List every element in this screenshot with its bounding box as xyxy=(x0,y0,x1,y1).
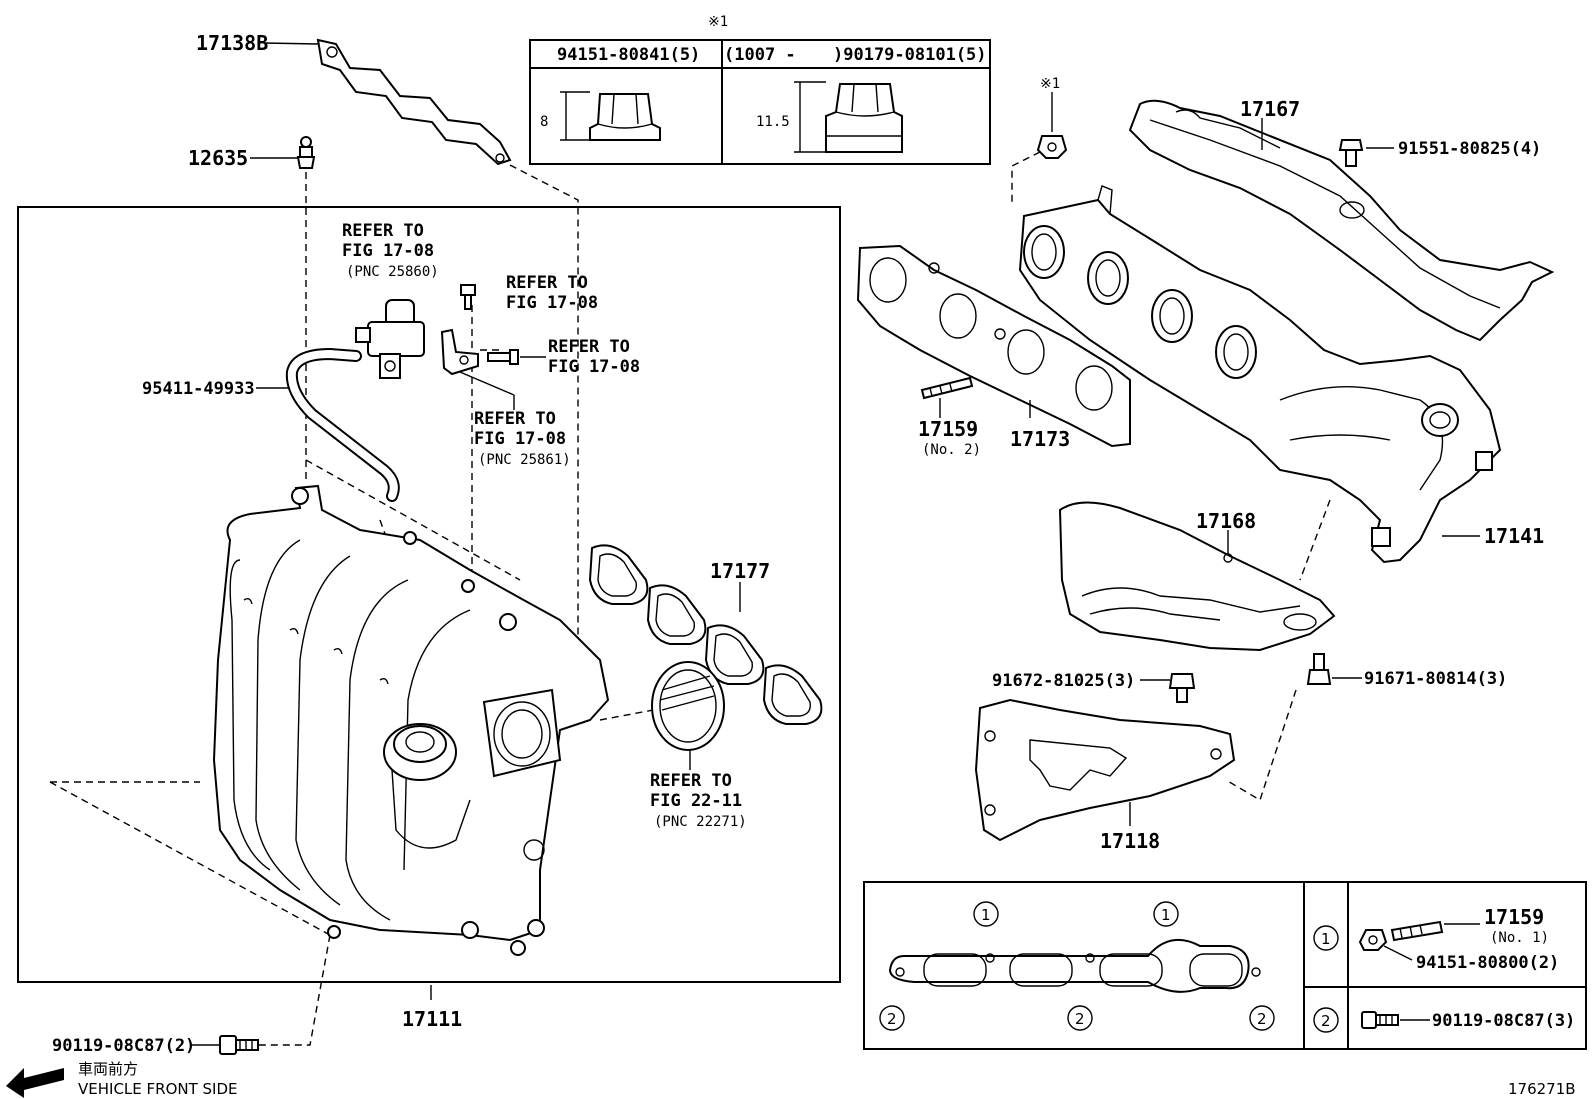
legend-marker-2a: 2 xyxy=(887,1010,897,1028)
intake-gasket-17177 xyxy=(588,544,823,725)
vehicle-front-jp: 車両前方 xyxy=(78,1060,138,1078)
flange-nut-8-icon xyxy=(560,91,661,141)
part-12635-stud xyxy=(296,136,316,169)
manifold-nut xyxy=(1036,135,1068,159)
ref1-line2: FIG 17-08 xyxy=(342,241,434,261)
bolt-91551 xyxy=(1338,139,1364,167)
bolt-ref2 xyxy=(460,284,476,310)
label-17177: 17177 xyxy=(710,559,770,583)
label-12635: 12635 xyxy=(188,146,248,170)
table-col1-dim: 8 xyxy=(540,114,548,130)
table-col1-header: 94151-80841(5) xyxy=(557,45,700,65)
bolt-90119-right-icon xyxy=(1361,1011,1399,1029)
stud-17159-no2 xyxy=(920,376,974,400)
ref4-line2: FIG 17-08 xyxy=(474,429,566,449)
ref1-line3: (PNC 25860) xyxy=(346,264,439,280)
bracket-17118 xyxy=(974,698,1236,842)
hose-95411 xyxy=(285,347,400,502)
exhaust-manifold-17141 xyxy=(1018,185,1502,564)
bolt-91672 xyxy=(1168,673,1196,703)
label-17118: 17118 xyxy=(1100,829,1160,853)
table-col2-dim: 11.5 xyxy=(756,114,790,130)
ref2-line2: FIG 17-08 xyxy=(506,293,598,313)
vsv-valve xyxy=(355,299,425,379)
label-17159-no2-sub: (No. 2) xyxy=(922,442,981,458)
legend-marker-2b: 2 xyxy=(1075,1010,1085,1028)
label-17173: 17173 xyxy=(1010,427,1070,451)
ref4-line1: REFER TO xyxy=(474,409,556,429)
throttle-gasket-ring xyxy=(651,661,725,751)
table-note-mark: ※1 xyxy=(708,14,728,30)
ref4-line3: (PNC 25861) xyxy=(478,452,571,468)
label-91672: 91672-81025(3) xyxy=(992,671,1135,691)
nut-94151-icon xyxy=(1358,929,1388,951)
legend-row2-marker: 2 xyxy=(1321,1012,1331,1030)
intake-manifold-group-box xyxy=(17,206,841,983)
legend-row1-marker: 1 xyxy=(1321,930,1331,948)
table-col2-header-part: )90179-08101(5) xyxy=(833,45,987,65)
stud-17159-no1-icon xyxy=(1390,920,1444,942)
label-17167: 17167 xyxy=(1240,97,1300,121)
label-17138b: 17138B xyxy=(196,31,268,55)
legend-94151: 94151-80800(2) xyxy=(1416,953,1559,973)
bolt-91671 xyxy=(1306,653,1332,685)
legend-marker-1a: 1 xyxy=(981,906,991,924)
heat-shield-17167 xyxy=(1128,99,1555,342)
exhaust-gasket-17173 xyxy=(856,244,1131,448)
label-17141: 17141 xyxy=(1484,524,1544,548)
label-91551: 91551-80825(4) xyxy=(1398,139,1541,159)
part-17138b-bracket xyxy=(316,38,512,166)
heat-shield-17168 xyxy=(1058,501,1336,652)
label-17168: 17168 xyxy=(1196,509,1256,533)
legend-marker-2c: 2 xyxy=(1257,1010,1267,1028)
label-17159-no2: 17159 xyxy=(918,417,978,441)
vehicle-front-en: VEHICLE FRONT SIDE xyxy=(78,1080,238,1098)
flange-nut-11-5-icon xyxy=(794,81,903,153)
ref5-line3: (PNC 22271) xyxy=(654,814,747,830)
legend-marker-1b: 1 xyxy=(1161,906,1171,924)
vsv-bracket xyxy=(440,328,479,376)
ref5-line2: FIG 22-11 xyxy=(650,791,742,811)
nut-note-mark: ※1 xyxy=(1040,76,1060,92)
intake-manifold-17111 xyxy=(212,484,610,956)
vehicle-front-arrow-icon xyxy=(6,1068,64,1098)
ref3-line2: FIG 17-08 xyxy=(548,357,640,377)
ref3-line1: REFER TO xyxy=(548,337,630,357)
legend-17159-no1: 17159 xyxy=(1484,905,1544,929)
label-90119-left: 90119-08C87(2) xyxy=(52,1036,195,1056)
bolt-ref3 xyxy=(487,349,519,365)
legend-90119-right: 90119-08C87(3) xyxy=(1432,1011,1575,1031)
legend-17159-no1-sub: (No. 1) xyxy=(1490,930,1549,946)
label-17111: 17111 xyxy=(402,1007,462,1031)
ref1-line1: REFER TO xyxy=(342,221,424,241)
label-91671: 91671-80814(3) xyxy=(1364,669,1507,689)
ref5-line1: REFER TO xyxy=(650,771,732,791)
table-col2-header-prefix: (1007 - xyxy=(724,45,796,65)
bolt-90119-left xyxy=(219,1035,259,1055)
diagram-id-code: 176271B xyxy=(1508,1080,1576,1098)
label-95411: 95411-49933 xyxy=(142,379,255,399)
gasket-legend-box: 1 1 2 2 2 1 17159 (No. 1) 94151-80800(2)… xyxy=(863,881,1587,1050)
nut-spec-table: ※1 94151-80841(5) (1007 - )90179-08101(5… xyxy=(529,14,991,165)
ref2-line1: REFER TO xyxy=(506,273,588,293)
